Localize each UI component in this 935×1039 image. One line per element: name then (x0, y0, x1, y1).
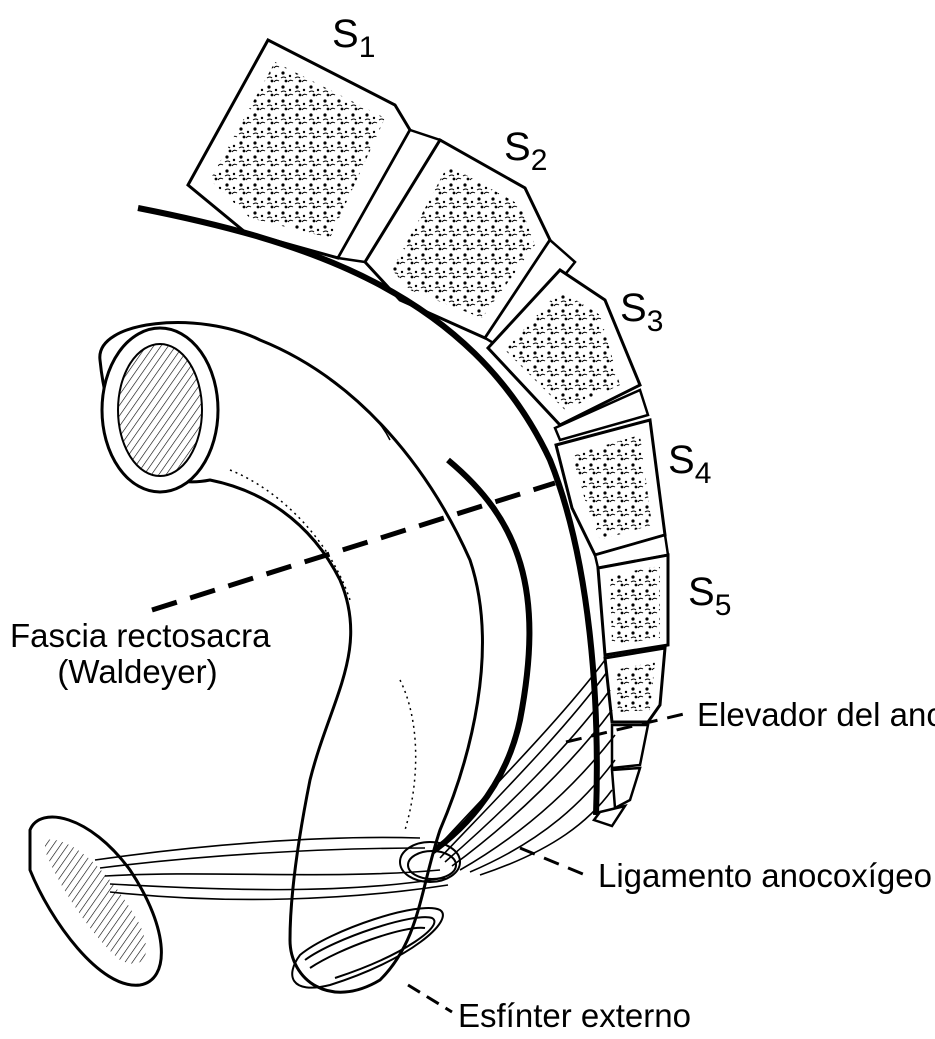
label-fascia-line2: (Waldeyer) (10, 654, 265, 690)
label-s5: S5 (688, 572, 731, 612)
label-esfinter-externo: Esfínter externo (458, 998, 691, 1034)
vertebra-s5 (598, 555, 668, 655)
label-elevador-del-ano: Elevador del ano (697, 697, 935, 733)
label-s3: S3 (620, 288, 663, 328)
ligamento-leader (520, 848, 590, 877)
esfinter-leader (408, 985, 452, 1012)
label-fascia-line1: Fascia rectosacra (10, 618, 265, 654)
label-s4: S4 (668, 440, 711, 480)
label-fascia-rectosacra: Fascia rectosacra (Waldeyer) (10, 618, 265, 691)
label-s1: S1 (332, 14, 375, 54)
label-s2: S2 (504, 127, 547, 167)
label-ligamento-anocoxigeo: Ligamento anocoxígeo (598, 858, 932, 894)
